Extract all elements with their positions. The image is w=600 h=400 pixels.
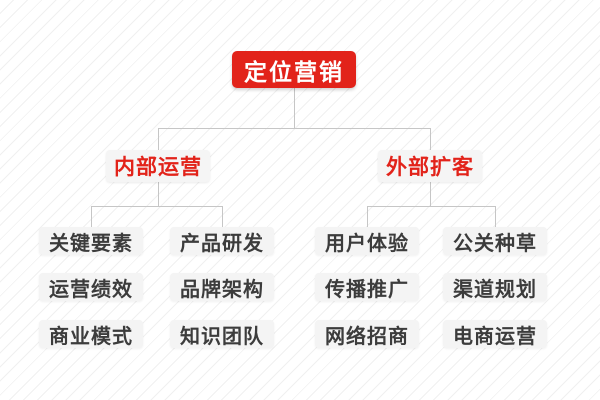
leaf-node-label: 渠道规划 [453,276,537,301]
leaf-node-product-rd: 产品研发 [170,227,274,255]
connector-left-drop-a [91,206,92,227]
leaf-node-label: 运营绩效 [49,276,133,301]
connector-right-drop-a [367,206,368,227]
connector-root-stem [294,88,295,128]
leaf-node-knowledge-team: 知识团队 [170,320,274,348]
leaf-node-label: 传播推广 [325,276,409,301]
leaf-node-label: 产品研发 [180,230,264,255]
connector-top-drop-left [158,128,159,150]
connector-left-stem [158,182,159,206]
connector-right-drop-b [495,206,496,227]
leaf-node-label: 网络招商 [325,323,409,348]
branch-node-external-acquisition: 外部扩客 [378,150,482,182]
leaf-node-key-elements: 关键要素 [39,227,143,255]
connector-right-stem [430,182,431,206]
leaf-node-user-experience: 用户体验 [315,227,419,255]
leaf-node-channel-planning: 渠道规划 [443,273,547,301]
leaf-node-label: 电商运营 [453,323,537,348]
connector-left-horizontal [91,206,223,207]
leaf-node-operations-performance: 运营绩效 [39,273,143,301]
root-node-label: 定位营销 [244,59,344,86]
leaf-node-label: 知识团队 [180,323,264,348]
root-node-positioning-marketing: 定位营销 [232,51,356,88]
leaf-node-pr-seeding: 公关种草 [443,227,547,255]
connector-left-drop-b [222,206,223,227]
leaf-node-business-model: 商业模式 [39,320,143,348]
leaf-node-ecommerce-operations: 电商运营 [443,320,547,348]
leaf-node-label: 公关种草 [453,230,537,255]
connector-top-drop-right [430,128,431,150]
leaf-node-label: 关键要素 [49,230,133,255]
leaf-node-promotion: 传播推广 [315,273,419,301]
connector-right-horizontal [367,206,496,207]
leaf-node-label: 品牌架构 [180,276,264,301]
leaf-node-label: 商业模式 [49,323,133,348]
connector-top-horizontal [158,128,431,129]
leaf-node-online-investment: 网络招商 [315,320,419,348]
branch-node-internal-operations: 内部运营 [106,150,210,182]
leaf-node-brand-architecture: 品牌架构 [170,273,274,301]
branch-node-label: 内部运营 [114,155,202,179]
leaf-node-label: 用户体验 [325,230,409,255]
branch-node-label: 外部扩客 [386,155,474,179]
